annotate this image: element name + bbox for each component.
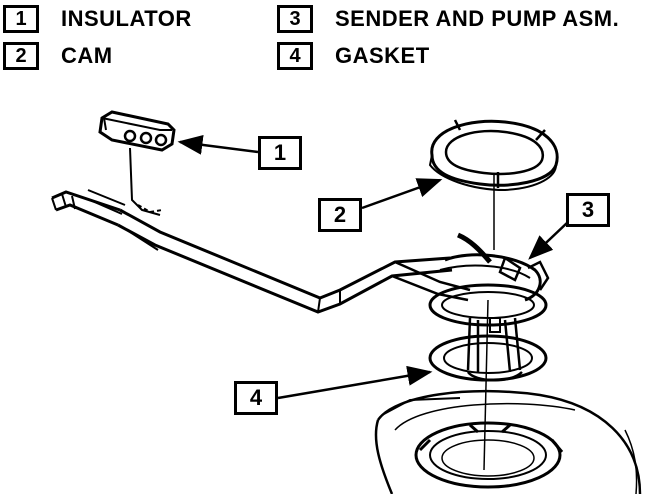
- legend-label: CAM: [61, 43, 113, 68]
- leader-arrow-sender-pump: [528, 221, 569, 260]
- leader-arrow-cam: [361, 178, 443, 210]
- legend-item-gasket: 4 GASKET: [277, 42, 430, 70]
- legend-label: SENDER AND PUMP ASM.: [335, 6, 620, 31]
- sender-and-pump-assembly: [428, 232, 550, 382]
- fuel-lines: [51, 147, 471, 314]
- tank-opening: [414, 421, 564, 489]
- callout-3: 3: [566, 193, 610, 227]
- leader-arrow-insulator: [177, 134, 259, 155]
- cam-ring: [428, 119, 559, 192]
- legend-item-cam: 2 CAM: [3, 42, 113, 70]
- legend-item-sender-and-pump: 3 SENDER AND PUMP ASM.: [277, 5, 619, 33]
- fuel-tank: [374, 389, 642, 494]
- legend-number-box: 2: [3, 42, 39, 70]
- legend-label: GASKET: [335, 43, 430, 68]
- legend-number-box: 3: [277, 5, 313, 33]
- assembly-centerline: [483, 299, 489, 471]
- insulator: [98, 110, 176, 152]
- callout-2: 2: [318, 198, 362, 232]
- legend-number-box: 1: [3, 5, 39, 33]
- legend-item-insulator: 1 INSULATOR: [3, 5, 192, 33]
- leader-arrow-gasket: [277, 365, 433, 400]
- legend-label: INSULATOR: [61, 6, 192, 31]
- callout-1: 1: [258, 136, 302, 170]
- callout-4: 4: [234, 381, 278, 415]
- gasket: [428, 334, 548, 382]
- legend-number-box: 4: [277, 42, 313, 70]
